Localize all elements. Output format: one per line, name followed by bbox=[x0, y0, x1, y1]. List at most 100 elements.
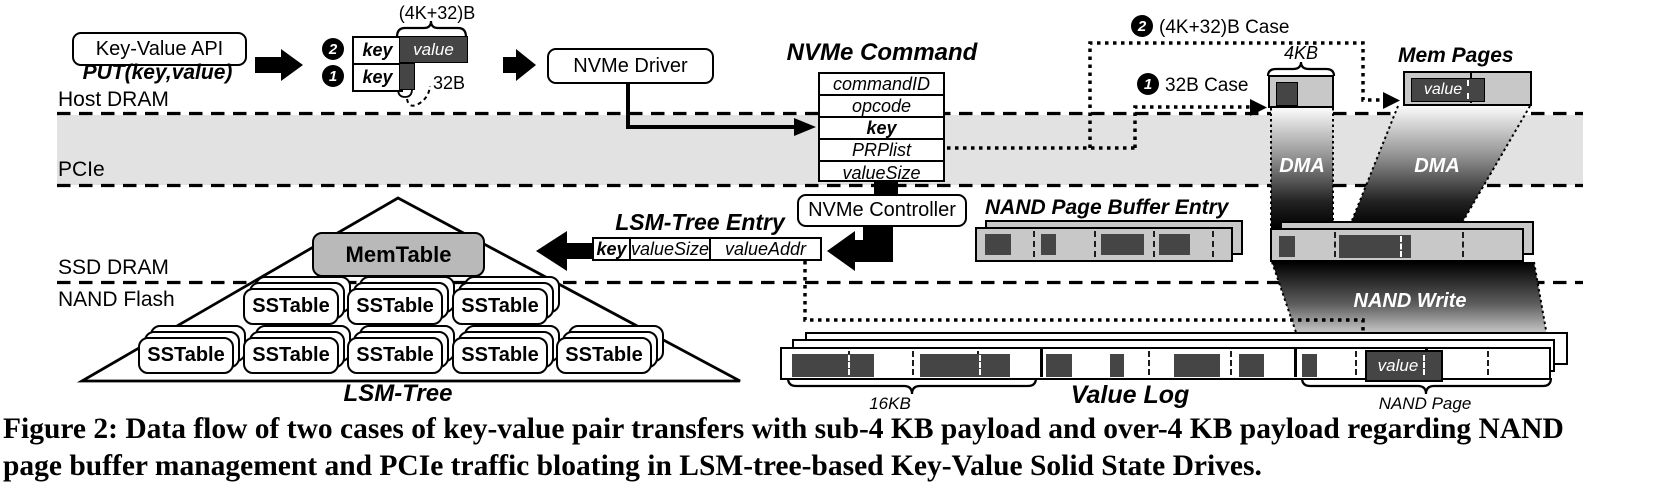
sstable-label: SSTable bbox=[565, 344, 643, 366]
nvme-controller-label: NVMe Controller bbox=[808, 199, 956, 221]
pair1-key-box: key bbox=[352, 63, 403, 92]
case2-badge-number: 2 bbox=[1137, 17, 1147, 35]
sstable-label: SSTable bbox=[356, 295, 434, 317]
4kb-page-box bbox=[1268, 75, 1334, 108]
nvme-command-title: NVMe Command bbox=[786, 39, 978, 66]
sstable-label: SSTable bbox=[252, 344, 330, 366]
brace-4k32b bbox=[395, 20, 468, 38]
lsm-tree-label: LSM-Tree bbox=[343, 380, 453, 407]
pair1-value-box bbox=[399, 63, 415, 90]
sstable-stack: SSTable bbox=[347, 325, 455, 374]
sstable-stack: SSTable bbox=[452, 276, 560, 325]
mem-pages-box: value bbox=[1403, 71, 1532, 106]
nand-page-label: NAND Page bbox=[1378, 394, 1472, 413]
nvme-command-table: commandID opcode key PRPlist valueSize bbox=[818, 72, 945, 183]
size-braces bbox=[395, 20, 1553, 395]
nand-write-label: NAND Write bbox=[1353, 289, 1467, 312]
arrow-api-to-pair bbox=[255, 49, 303, 81]
page-buffer-bar bbox=[1270, 228, 1524, 262]
pair1-badge-number: 1 bbox=[328, 67, 338, 85]
written-value-box: value bbox=[1365, 350, 1443, 382]
flow-arrows bbox=[255, 49, 898, 271]
case1-label: 32B Case bbox=[1165, 75, 1249, 96]
sstable-label: SSTable bbox=[252, 295, 330, 317]
lane-label-pcie: PCIe bbox=[58, 158, 105, 181]
nand-page-buffer-entry-bar bbox=[975, 227, 1233, 262]
brace-nand-page bbox=[1300, 377, 1553, 395]
dotted-case-paths bbox=[803, 41, 1383, 336]
command-field-prplist: PRPlist bbox=[820, 140, 943, 162]
sstable-stack: SSTable bbox=[243, 276, 351, 325]
lane-label-ssd-dram: SSD DRAM bbox=[58, 256, 169, 279]
sstable-label: SSTable bbox=[147, 344, 225, 366]
mem-value-label: value bbox=[1423, 81, 1463, 98]
logged-value bbox=[1239, 354, 1264, 377]
sstable-stack: SSTable bbox=[138, 325, 246, 374]
nand-page-buffer-entry-title: NAND Page Buffer Entry bbox=[985, 196, 1229, 219]
lsm-tree-triangle bbox=[76, 196, 741, 383]
command-field-commandid: commandID bbox=[820, 74, 943, 96]
pair2-value-label: value bbox=[413, 39, 454, 59]
buffered-value bbox=[1101, 234, 1144, 255]
16kb-label: 16KB bbox=[869, 394, 911, 413]
lane-label-host-dram: Host DRAM bbox=[58, 88, 169, 111]
logged-value bbox=[920, 354, 1010, 377]
pair2-badge-number: 2 bbox=[328, 40, 338, 58]
pair2-badge: 2 bbox=[322, 38, 344, 60]
pair1-key-label: key bbox=[362, 67, 393, 87]
buffered-value bbox=[985, 234, 1011, 255]
written-value-label: value bbox=[1377, 356, 1419, 375]
logged-value bbox=[792, 354, 874, 377]
sstable-label: SSTable bbox=[356, 344, 434, 366]
arrow-entry-to-memtable bbox=[536, 231, 592, 271]
pair1-badge: 1 bbox=[322, 65, 344, 87]
logged-value bbox=[1174, 354, 1220, 377]
key-value-api-label: Key-Value API bbox=[95, 37, 224, 60]
arrow-controller-to-entry bbox=[827, 222, 893, 271]
entry-field-key: key bbox=[594, 239, 631, 259]
nvme-driver-label: NVMe Driver bbox=[573, 54, 688, 77]
brace-16kb bbox=[786, 377, 1038, 395]
key-value-api-box: Key-Value API bbox=[72, 32, 247, 66]
nvme-controller-box: NVMe Controller bbox=[797, 194, 967, 227]
pair2-key-box: key bbox=[352, 36, 403, 65]
pair2-size-label: (4K+32)B bbox=[398, 2, 476, 23]
command-field-key: key bbox=[820, 118, 943, 140]
buffered-value bbox=[1159, 234, 1190, 255]
pair2-key-label: key bbox=[362, 40, 393, 60]
buffered-value bbox=[1041, 234, 1056, 255]
memtable-box: MemTable bbox=[312, 232, 485, 277]
buffered-key bbox=[1279, 236, 1295, 257]
sstable-stack: SSTable bbox=[347, 276, 455, 325]
entry-field-valueaddr: valueAddr bbox=[724, 238, 807, 259]
case2-label: (4K+32)B Case bbox=[1159, 17, 1290, 38]
pointer-32b bbox=[397, 85, 431, 107]
lane-label-nand-flash: NAND Flash bbox=[58, 288, 175, 311]
mem-pages-title: Mem Pages bbox=[1398, 44, 1514, 67]
nvme-driver-box: NVMe Driver bbox=[547, 48, 714, 84]
arrow-pair-to-driver bbox=[503, 49, 536, 81]
command-field-opcode: opcode bbox=[820, 96, 943, 118]
pair1-size-label: 32B bbox=[433, 73, 466, 93]
value-log-label: Value Log bbox=[1070, 380, 1190, 409]
buffered-value bbox=[1339, 235, 1411, 258]
case2-badge: 2 bbox=[1131, 15, 1153, 37]
case1-badge: 1 bbox=[1137, 73, 1159, 95]
pair2-value-box: value bbox=[399, 36, 468, 63]
value-in-mem-pages: value bbox=[1411, 78, 1485, 102]
dma-band-2 bbox=[1348, 105, 1531, 229]
sstable-stack: SSTable bbox=[452, 325, 560, 374]
4kb-size-label: 4KB bbox=[1283, 42, 1319, 63]
connector-command-to-controller bbox=[874, 182, 898, 195]
logged-value bbox=[1302, 354, 1317, 377]
sstable-stack: SSTable bbox=[243, 325, 351, 374]
lsm-entry-box: key valueSize valueAddr bbox=[592, 237, 822, 261]
dma-label-1: DMA bbox=[1279, 154, 1325, 177]
sstable-stack: SSTable bbox=[556, 325, 664, 374]
dma-band-1 bbox=[1270, 108, 1334, 228]
dma-label-2: DMA bbox=[1414, 154, 1460, 177]
sstable-label: SSTable bbox=[461, 295, 539, 317]
logged-value bbox=[1046, 354, 1072, 377]
